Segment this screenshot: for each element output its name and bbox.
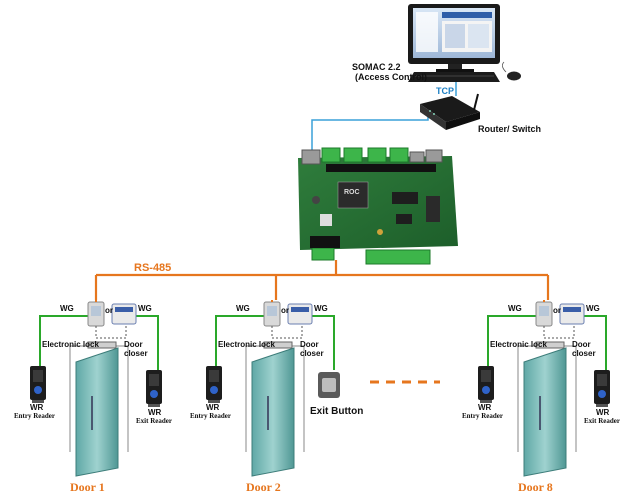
or-label: or <box>105 306 113 315</box>
lock-wiring <box>95 326 127 339</box>
pc-software-name: SOMAC 2.2 <box>352 62 401 72</box>
or-label: or <box>281 306 289 315</box>
lock-wiring <box>543 326 575 339</box>
door-closer-label-1: Door <box>572 340 591 349</box>
wg-left-label: WG <box>60 304 74 313</box>
tcp-label: TCP <box>436 86 454 96</box>
rs485-bus <box>94 260 550 384</box>
mouse-icon <box>502 61 521 81</box>
entry-reader-label: Entry Reader <box>190 412 232 420</box>
exit-button-icon <box>318 372 340 398</box>
entry-reader-label: Entry Reader <box>462 412 504 420</box>
electronic-lock <box>263 341 293 349</box>
entry-wr-label: WR <box>30 403 44 412</box>
controller-board <box>298 147 458 265</box>
exit-reader-icon <box>594 370 610 407</box>
exit-reader-label: Exit Reader <box>584 417 620 425</box>
door-closer-label-2: closer <box>124 349 148 358</box>
door-unit-1 <box>30 300 162 477</box>
wiegand-module <box>535 300 553 327</box>
entry-reader-icon <box>206 366 222 403</box>
entry-reader-label: Entry Reader <box>14 412 56 420</box>
electronic-lock <box>535 341 565 349</box>
door-closer-label-1: Door <box>124 340 143 349</box>
wiegand-module-alt <box>111 303 137 325</box>
entry-wr-label: WR <box>206 403 220 412</box>
controller-chip-label: ROC <box>344 189 360 196</box>
wg-right-label: WG <box>314 304 328 313</box>
electronic-lock <box>87 341 117 349</box>
exit-wr-label: WR <box>148 408 162 417</box>
wiegand-wires <box>487 315 607 370</box>
door-units <box>30 300 610 477</box>
or-label: or <box>553 306 561 315</box>
rs485-label: RS-485 <box>134 262 172 274</box>
exit-wr-label: WR <box>596 408 610 417</box>
electronic-lock-label: Electronic lock <box>42 340 99 349</box>
electronic-lock-label: Electronic lock <box>490 340 547 349</box>
wiegand-module <box>263 300 281 327</box>
pc-monitor <box>408 4 500 73</box>
door-title: Door 2 <box>246 480 281 494</box>
door-closer-label-2: closer <box>300 349 324 358</box>
entry-wr-label: WR <box>478 403 492 412</box>
exit-reader-icon <box>146 370 162 407</box>
wg-right-label: WG <box>586 304 600 313</box>
wiegand-wires <box>215 315 335 370</box>
door-closer-label-2: closer <box>572 349 596 358</box>
wg-right-label: WG <box>138 304 152 313</box>
door-title: Door 1 <box>70 480 105 494</box>
router-label: Router/ Switch <box>478 124 542 134</box>
lock-wiring <box>271 326 303 339</box>
glass-door <box>251 347 295 477</box>
wiegand-module-alt <box>287 303 313 325</box>
wiegand-wires <box>39 315 159 370</box>
door-title: Door 8 <box>518 480 553 494</box>
wiegand-module-alt <box>559 303 585 325</box>
entry-reader-icon <box>478 366 494 403</box>
wg-left-label: WG <box>236 304 250 313</box>
wiegand-module <box>87 300 105 327</box>
entry-reader-icon <box>30 366 46 403</box>
door-unit-3 <box>478 300 610 477</box>
exit-button-label: Exit Button <box>310 406 364 417</box>
glass-door <box>75 347 119 477</box>
router-icon <box>420 93 480 130</box>
keyboard-icon <box>408 72 500 82</box>
door-closer-label-1: Door <box>300 340 319 349</box>
door-unit-2 <box>206 300 340 477</box>
pc-software-subtitle: (Access Control) <box>355 72 428 82</box>
glass-door <box>523 347 567 477</box>
exit-reader-label: Exit Reader <box>136 417 172 425</box>
electronic-lock-label: Electronic lock <box>218 340 275 349</box>
wg-left-label: WG <box>508 304 522 313</box>
